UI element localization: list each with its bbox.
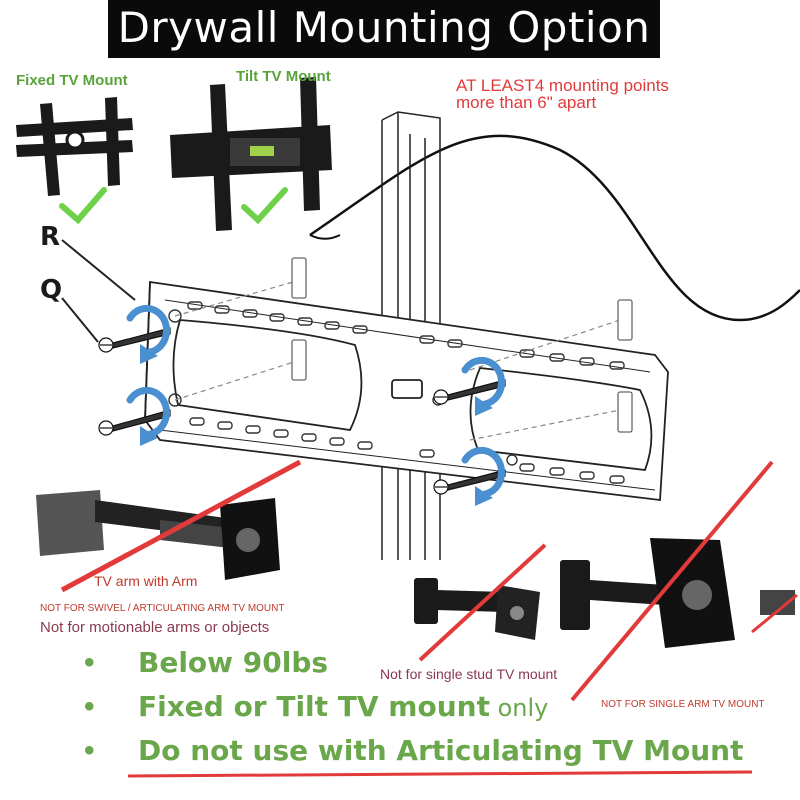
screws xyxy=(98,327,506,495)
tilt-check-icon xyxy=(241,187,288,225)
plate-slots xyxy=(168,301,625,484)
drywall-anchors xyxy=(291,257,633,433)
bullet-weight-limit: Below 90lbs xyxy=(138,646,329,679)
label-r: R xyxy=(40,222,61,252)
wall-plate xyxy=(144,280,669,502)
tilt-mount-image xyxy=(170,77,332,231)
bullet-articulating-warning: Do not use with Articulating TV Mount xyxy=(138,734,744,767)
bullet-mark: • xyxy=(84,734,95,767)
mounting-points-note: AT LEAST4 mounting points xyxy=(456,76,669,95)
bullet-mount-type-suffix: only xyxy=(489,694,549,722)
rotation-arrowheads xyxy=(140,344,493,506)
small-arm-cross-line xyxy=(751,593,798,634)
not-swivel-note: NOT FOR SWIVEL / ARTICULATING ARM TV MOU… xyxy=(40,603,285,614)
leader-q xyxy=(61,297,99,343)
arm-cross-line xyxy=(60,459,302,593)
mounting-spacing-note: more than 6" apart xyxy=(456,93,597,112)
bullet-mark: • xyxy=(84,646,95,679)
wall-curve-lower xyxy=(309,234,341,240)
single-arm-cross-line xyxy=(570,460,774,702)
not-motionable-note: Not for motionable arms or objects xyxy=(40,619,270,636)
single-stud-cross-line xyxy=(418,543,547,662)
bullet-mount-type: Fixed or Tilt TV mount only xyxy=(138,690,548,723)
not-single-arm-note: NOT FOR SINGLE ARM TV MOUNT xyxy=(601,699,765,710)
page-title: Drywall Mounting Option xyxy=(117,3,651,52)
arm-label: TV arm with Arm xyxy=(94,573,198,589)
warning-underline xyxy=(127,770,753,778)
guide-lines xyxy=(174,279,621,441)
fixed-mount-image xyxy=(16,97,133,196)
label-q: Q xyxy=(40,275,63,305)
rotation-arrows xyxy=(126,304,506,498)
fixed-check-icon xyxy=(59,187,107,225)
wall-curve xyxy=(309,134,800,322)
fixed-mount-label: Fixed TV Mount xyxy=(16,72,128,89)
title-bar: Drywall Mounting Option xyxy=(0,0,800,58)
tilt-mount-label: Tilt TV Mount xyxy=(236,68,331,85)
bullet-mount-type-main: Fixed or Tilt TV mount xyxy=(138,690,490,723)
leader-r xyxy=(61,239,136,301)
title-background xyxy=(108,0,660,58)
single-stud-image xyxy=(414,538,795,648)
arm-mount-image xyxy=(36,490,280,580)
not-single-stud-note: Not for single stud TV mount xyxy=(380,666,558,682)
bullet-mark: • xyxy=(84,690,95,723)
